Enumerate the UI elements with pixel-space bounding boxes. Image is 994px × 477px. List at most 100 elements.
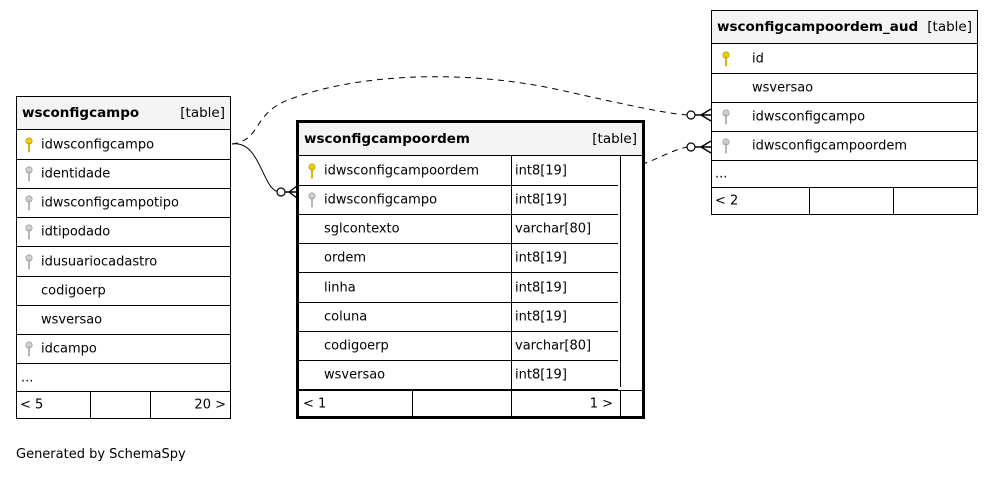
column-name: idwsconfigcampo: [752, 109, 866, 125]
table-header: wsconfigcampoordem_aud [table]: [712, 11, 977, 44]
primary-key-icon: [722, 50, 730, 66]
column-row[interactable]: wsversao: [712, 74, 977, 103]
relationship-nav-row: < 1 1 >: [299, 390, 642, 416]
relationship-crowfoot-marker: [695, 108, 712, 122]
column-row[interactable]: idwsconfigcampotipo: [17, 189, 230, 218]
table-kind: [table]: [180, 105, 225, 121]
column-name: idwsconfigcampoordem: [324, 163, 480, 178]
foreign-key-icon: [25, 253, 33, 269]
column-row[interactable]: ordem int8[19]: [299, 244, 618, 273]
parents-count[interactable]: < 2: [715, 193, 739, 209]
table-title: wsconfigcampoordem_aud: [717, 19, 919, 35]
column-type: int8[19]: [515, 280, 567, 295]
relationship-nav-row: < 2: [712, 188, 977, 214]
generated-by-footer: Generated by SchemaSpy: [16, 447, 186, 462]
nav-separator: [150, 392, 151, 418]
column-type-cell: int8[19]: [511, 244, 618, 272]
relationship-campo-to-aud: [231, 76, 689, 145]
column-row[interactable]: idcampo: [17, 335, 230, 364]
column-type: int8[19]: [515, 250, 567, 266]
column-type: int8[19]: [515, 192, 567, 208]
foreign-key-icon: [25, 224, 33, 240]
table-kind: [table]: [927, 19, 972, 35]
table-kind: [table]: [592, 131, 637, 147]
column-name: idcampo: [41, 341, 97, 357]
column-name: identidade: [41, 166, 111, 182]
parents-count[interactable]: < 1: [303, 396, 327, 411]
column-row[interactable]: wsversao int8[19]: [299, 361, 618, 390]
foreign-key-icon: [25, 341, 33, 357]
foreign-key-icon: [25, 166, 33, 182]
foreign-key-icon: [722, 109, 730, 125]
column-row[interactable]: idwsconfigcampoordem int8[19]: [299, 156, 618, 186]
relationship-ordem-to-aud: [619, 146, 689, 170]
column-row[interactable]: linha int8[19]: [299, 273, 618, 303]
column-row[interactable]: idwsconfigcampo: [712, 103, 977, 132]
children-count[interactable]: 20 >: [194, 397, 226, 413]
nav-separator: [90, 392, 91, 418]
table-title: wsconfigcampo: [22, 105, 140, 121]
column-type: varchar[80]: [515, 221, 592, 237]
column-row[interactable]: idwsconfigcampo int8[19]: [299, 186, 618, 215]
column-type-cell: int8[19]: [511, 361, 618, 389]
relationship-zero-marker: [276, 187, 286, 197]
relationship-crowfoot-marker: [285, 185, 298, 199]
column-name: sglcontexto: [324, 221, 400, 237]
nav-separator: [620, 391, 621, 416]
primary-key-icon: [308, 162, 316, 178]
column-row[interactable]: idwsconfigcampoordem: [712, 132, 977, 161]
column-name: idusuariocadastro: [41, 254, 158, 269]
column-name: ordem: [324, 250, 366, 266]
relationship-zero-marker: [686, 110, 696, 120]
more-columns-ellipsis: ...: [21, 370, 34, 385]
column-row[interactable]: idtipodado: [17, 218, 230, 247]
column-name: codigoerp: [324, 338, 389, 354]
column-row[interactable]: id: [712, 44, 977, 74]
more-columns-row[interactable]: ...: [712, 161, 977, 188]
more-columns-row[interactable]: ...: [17, 364, 230, 392]
relationship-zero-marker: [686, 142, 696, 152]
column-name: idwsconfigcampoordem: [752, 138, 908, 154]
column-type-cell: int8[19]: [511, 303, 618, 331]
column-name: id: [752, 51, 764, 66]
column-name: idtipodado: [41, 224, 111, 240]
table-title: wsconfigcampoordem: [304, 131, 471, 147]
more-columns-ellipsis: ...: [715, 166, 728, 182]
nav-separator: [412, 391, 413, 416]
column-type-cell: int8[19]: [511, 186, 618, 214]
column-name: wsversao: [41, 312, 103, 328]
nav-separator: [893, 188, 894, 214]
table-wsconfigcampoordem-aud[interactable]: wsconfigcampoordem_aud [table] id wsvers…: [711, 10, 978, 215]
column-type: int8[19]: [515, 309, 567, 325]
column-name: linha: [324, 280, 356, 295]
foreign-key-icon: [308, 192, 316, 208]
table-wsconfigcampo[interactable]: wsconfigcampo [table] idwsconfigcampo id…: [16, 96, 231, 419]
column-row[interactable]: codigoerp: [17, 277, 230, 306]
column-type-cell: varchar[80]: [511, 332, 618, 360]
foreign-key-icon: [25, 195, 33, 211]
children-count[interactable]: 1 >: [589, 396, 613, 411]
column-row[interactable]: idwsconfigcampo: [17, 130, 230, 160]
column-row[interactable]: wsversao: [17, 306, 230, 335]
relationship-nav-row: < 5 20 >: [17, 392, 230, 418]
column-row[interactable]: identidade: [17, 160, 230, 189]
column-name: coluna: [324, 309, 368, 325]
table-header: wsconfigcampo [table]: [17, 97, 230, 130]
column-name: codigoerp: [41, 283, 106, 299]
parents-count[interactable]: < 5: [20, 397, 44, 413]
column-type: int8[19]: [515, 163, 567, 178]
foreign-key-icon: [722, 138, 730, 154]
column-name: wsversao: [752, 80, 814, 96]
column-row[interactable]: coluna int8[19]: [299, 303, 618, 332]
column-row[interactable]: idusuariocadastro: [17, 247, 230, 277]
table-header: wsconfigcampoordem [table]: [299, 123, 642, 156]
nav-separator: [809, 188, 810, 214]
scroll-area-divider: [620, 156, 621, 387]
relationship-campo-to-ordem: [231, 143, 282, 193]
column-row[interactable]: sglcontexto varchar[80]: [299, 215, 618, 244]
column-type: int8[19]: [515, 367, 567, 383]
table-wsconfigcampoordem[interactable]: wsconfigcampoordem [table] idwsconfigcam…: [296, 120, 645, 419]
relationship-crowfoot-marker: [695, 140, 712, 154]
column-row[interactable]: codigoerp varchar[80]: [299, 332, 618, 361]
